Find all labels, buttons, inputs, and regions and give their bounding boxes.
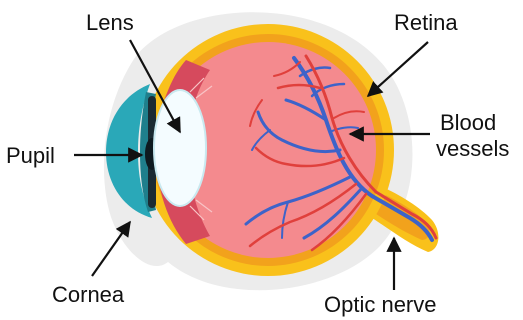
label-optic-nerve: Optic nerve xyxy=(324,292,437,317)
label-blood: Blood xyxy=(440,110,496,135)
label-cornea: Cornea xyxy=(52,282,125,307)
label-retina: Retina xyxy=(394,10,458,35)
cornea-pointer xyxy=(92,222,130,276)
lens-shape xyxy=(154,90,206,206)
label-vessels: vessels xyxy=(436,136,509,161)
label-lens: Lens xyxy=(86,10,134,35)
label-pupil: Pupil xyxy=(6,143,55,168)
